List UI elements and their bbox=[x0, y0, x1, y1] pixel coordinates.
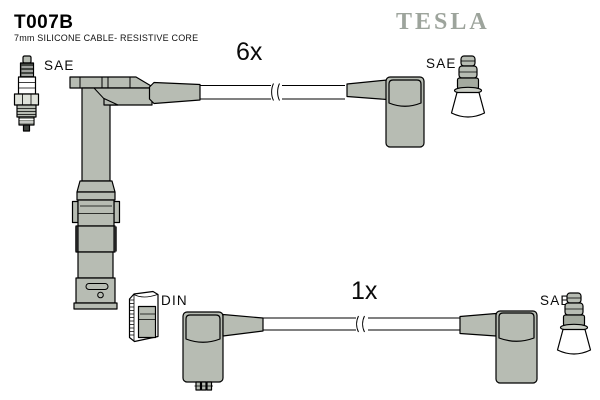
plug-boot-6x bbox=[385, 76, 425, 148]
din-label: DIN bbox=[161, 293, 188, 308]
din-connector-icon bbox=[128, 290, 159, 343]
cable-description: 7mm SILICONE CABLE- RESISTIVE CORE bbox=[14, 33, 198, 43]
plug-boot-1x-right bbox=[495, 310, 538, 384]
plug-boot-1x-left bbox=[182, 311, 264, 391]
page-title: T007B bbox=[14, 12, 74, 33]
cable-break bbox=[271, 83, 280, 101]
sae-label-bottom-right: SAE bbox=[540, 293, 571, 308]
spark-plug-icon bbox=[13, 55, 40, 132]
sae-label-top-left: SAE bbox=[44, 58, 75, 73]
sae-terminal-icon bbox=[450, 55, 486, 118]
brand-logo: TESLA bbox=[396, 9, 490, 35]
cable-1x bbox=[263, 312, 497, 337]
cable-6x bbox=[148, 79, 388, 105]
cable-break bbox=[356, 315, 365, 333]
quantity-label-6x: 6x bbox=[236, 38, 263, 66]
coil-boot-6x bbox=[69, 76, 153, 310]
sae-terminal-icon bbox=[556, 292, 592, 355]
quantity-label-1x: 1x bbox=[351, 277, 378, 305]
sae-label-top-right: SAE bbox=[426, 56, 457, 71]
